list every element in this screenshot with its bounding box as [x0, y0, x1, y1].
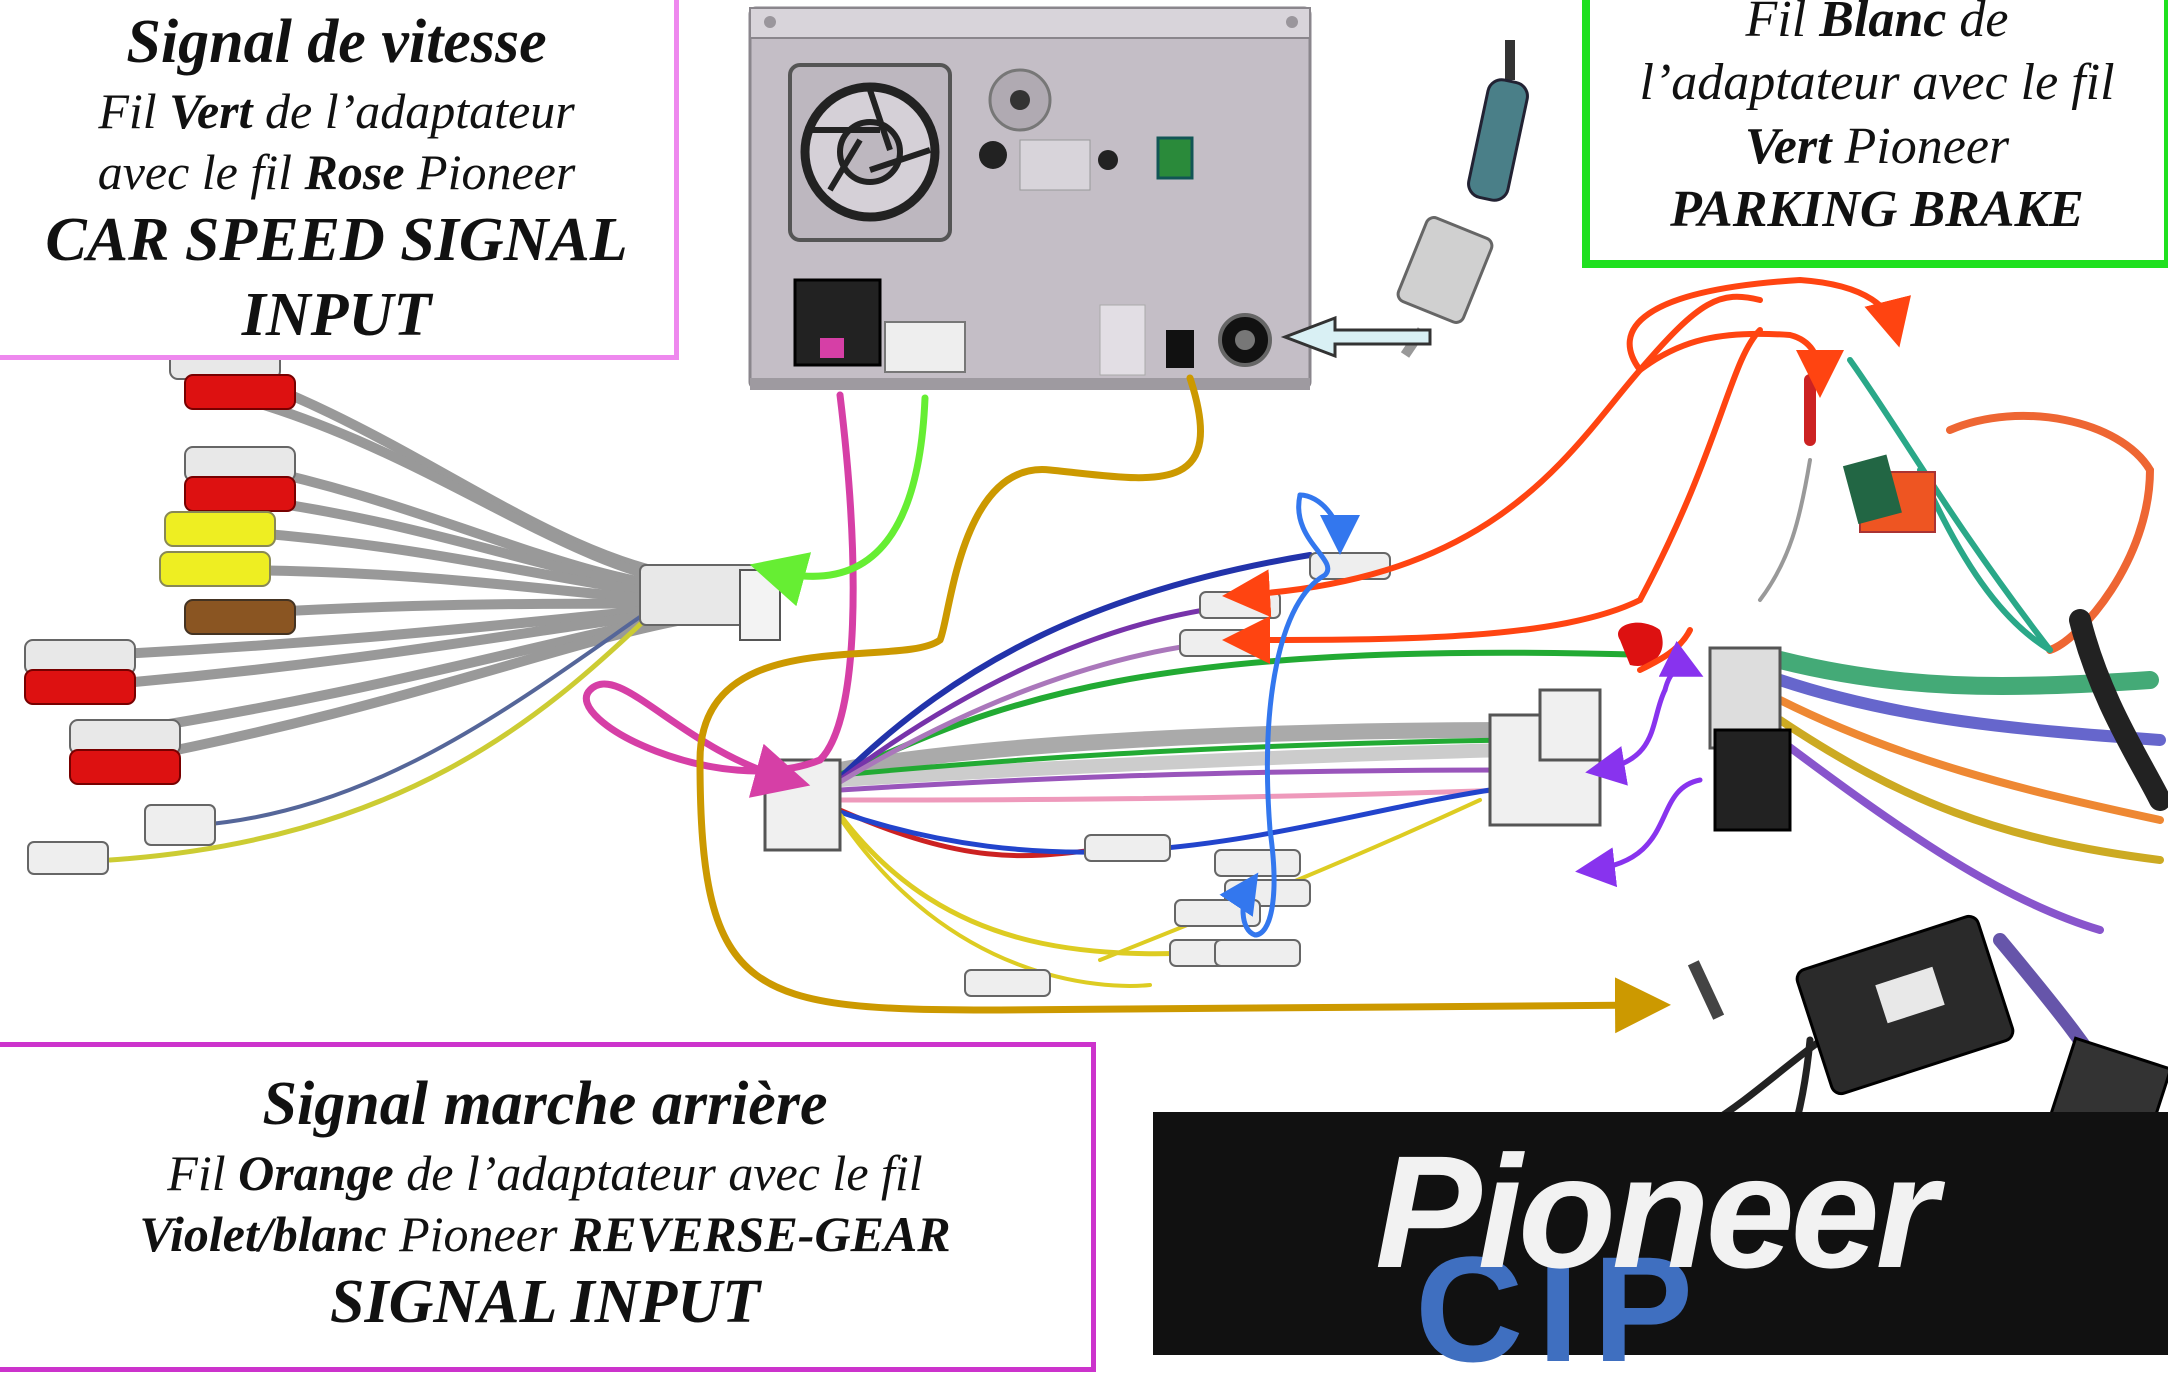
text-fragment: de: [1946, 0, 2009, 48]
text-fragment: Pioneer: [404, 143, 576, 200]
wire-color-orange: Orange: [238, 1144, 394, 1201]
reverse-signal-connector: [1166, 330, 1194, 368]
screw-icon: [764, 16, 776, 28]
arrow-orange-5: [1222, 327, 1763, 664]
reverse-line2: Violet/blanc Pioneer REVERSE-GEAR: [0, 1204, 1091, 1265]
arrow-speed-signal: [583, 391, 857, 798]
parking-line1: Fil Blanc de: [1590, 0, 2164, 51]
harness-plugs: [964, 552, 1663, 997]
text-fragment: Pioneer: [386, 1205, 570, 1262]
text-fragment: Fil: [1745, 0, 1820, 48]
reverse-signal-title: Signal marche arrière: [262, 1070, 828, 1138]
arrow-reverse-signal: [696, 374, 1671, 1034]
reverse-line3: SIGNAL INPUT: [329, 1267, 760, 1336]
text-fragment: Pioneer: [1831, 117, 2010, 175]
speed-signal-line2: avec le fil Rose Pioneer: [0, 142, 674, 203]
arrow-orange-2: [1637, 330, 1844, 398]
speed-signal-line4: INPUT: [241, 281, 432, 350]
arrow-violet-2: [1658, 640, 1704, 693]
connection-arrows: [583, 276, 1911, 1034]
arrow-orange-3: [1637, 293, 1763, 373]
speed-signal-line1: Fil Vert de l’adaptateur: [0, 81, 674, 142]
speed-signal-line3: CAR SPEED SIGNAL: [45, 205, 628, 274]
arrow-violet-1: [1585, 687, 1668, 786]
wire-color-blanc: Blanc: [1819, 0, 1947, 48]
arrow-blue-top: [1297, 492, 1360, 555]
reverse-signal-callout: Signal marche arrière Fil Orange de l’ad…: [0, 1042, 1096, 1372]
arrow-orange-1: [1626, 276, 1911, 373]
wire-color-rose: Rose: [304, 143, 405, 200]
antenna-adapter: [1396, 40, 1529, 358]
arrow-blue-loop: [1219, 492, 1331, 938]
arrow-parking-green: [749, 394, 929, 607]
text-fragment: de l’adaptateur avec le fil: [393, 1144, 923, 1201]
text-fragment: Fil: [167, 1144, 239, 1201]
logo-panel: CIP Pioneer: [1153, 1112, 2168, 1384]
wire-color-vert: Vert: [169, 82, 253, 139]
text-fragment: de l’adaptateur: [252, 82, 575, 139]
parking-line2: l’adaptateur avec le fil: [1639, 54, 2115, 112]
text-fragment: avec le fil: [97, 143, 305, 200]
parking-line4: PARKING BRAKE: [1670, 181, 2084, 239]
arrow-orange-4: [1222, 367, 1643, 618]
arrow-violet-3: [1575, 777, 1703, 888]
secondary-connector: [884, 321, 966, 373]
text-fragment: REVERSE-GEAR: [569, 1205, 951, 1262]
parking-line3: Vert Pioneer: [1590, 115, 2164, 178]
screw-icon: [1286, 16, 1298, 28]
reverse-line1: Fil Orange de l’adaptateur avec le fil: [0, 1143, 1091, 1204]
logo-wordmark: Pioneer: [1375, 1122, 1938, 1301]
wire-color-vert: Vert: [1744, 117, 1832, 175]
speed-signal-title: Signal de vitesse: [126, 8, 547, 76]
antenna-arrow: [1280, 315, 1432, 359]
speed-signal-callout: Signal de vitesse Fil Vert de l’adaptate…: [0, 0, 679, 360]
parking-brake-callout: Fil Blanc de l’adaptateur avec le fil Ve…: [1582, 0, 2168, 268]
rca-plugs: [24, 344, 296, 875]
text-fragment: Fil: [98, 82, 170, 139]
green-connector: [1156, 136, 1194, 180]
wire-color-violet-blanc: Violet/blanc: [139, 1205, 387, 1262]
head-unit-rear-panel: [748, 6, 1312, 390]
